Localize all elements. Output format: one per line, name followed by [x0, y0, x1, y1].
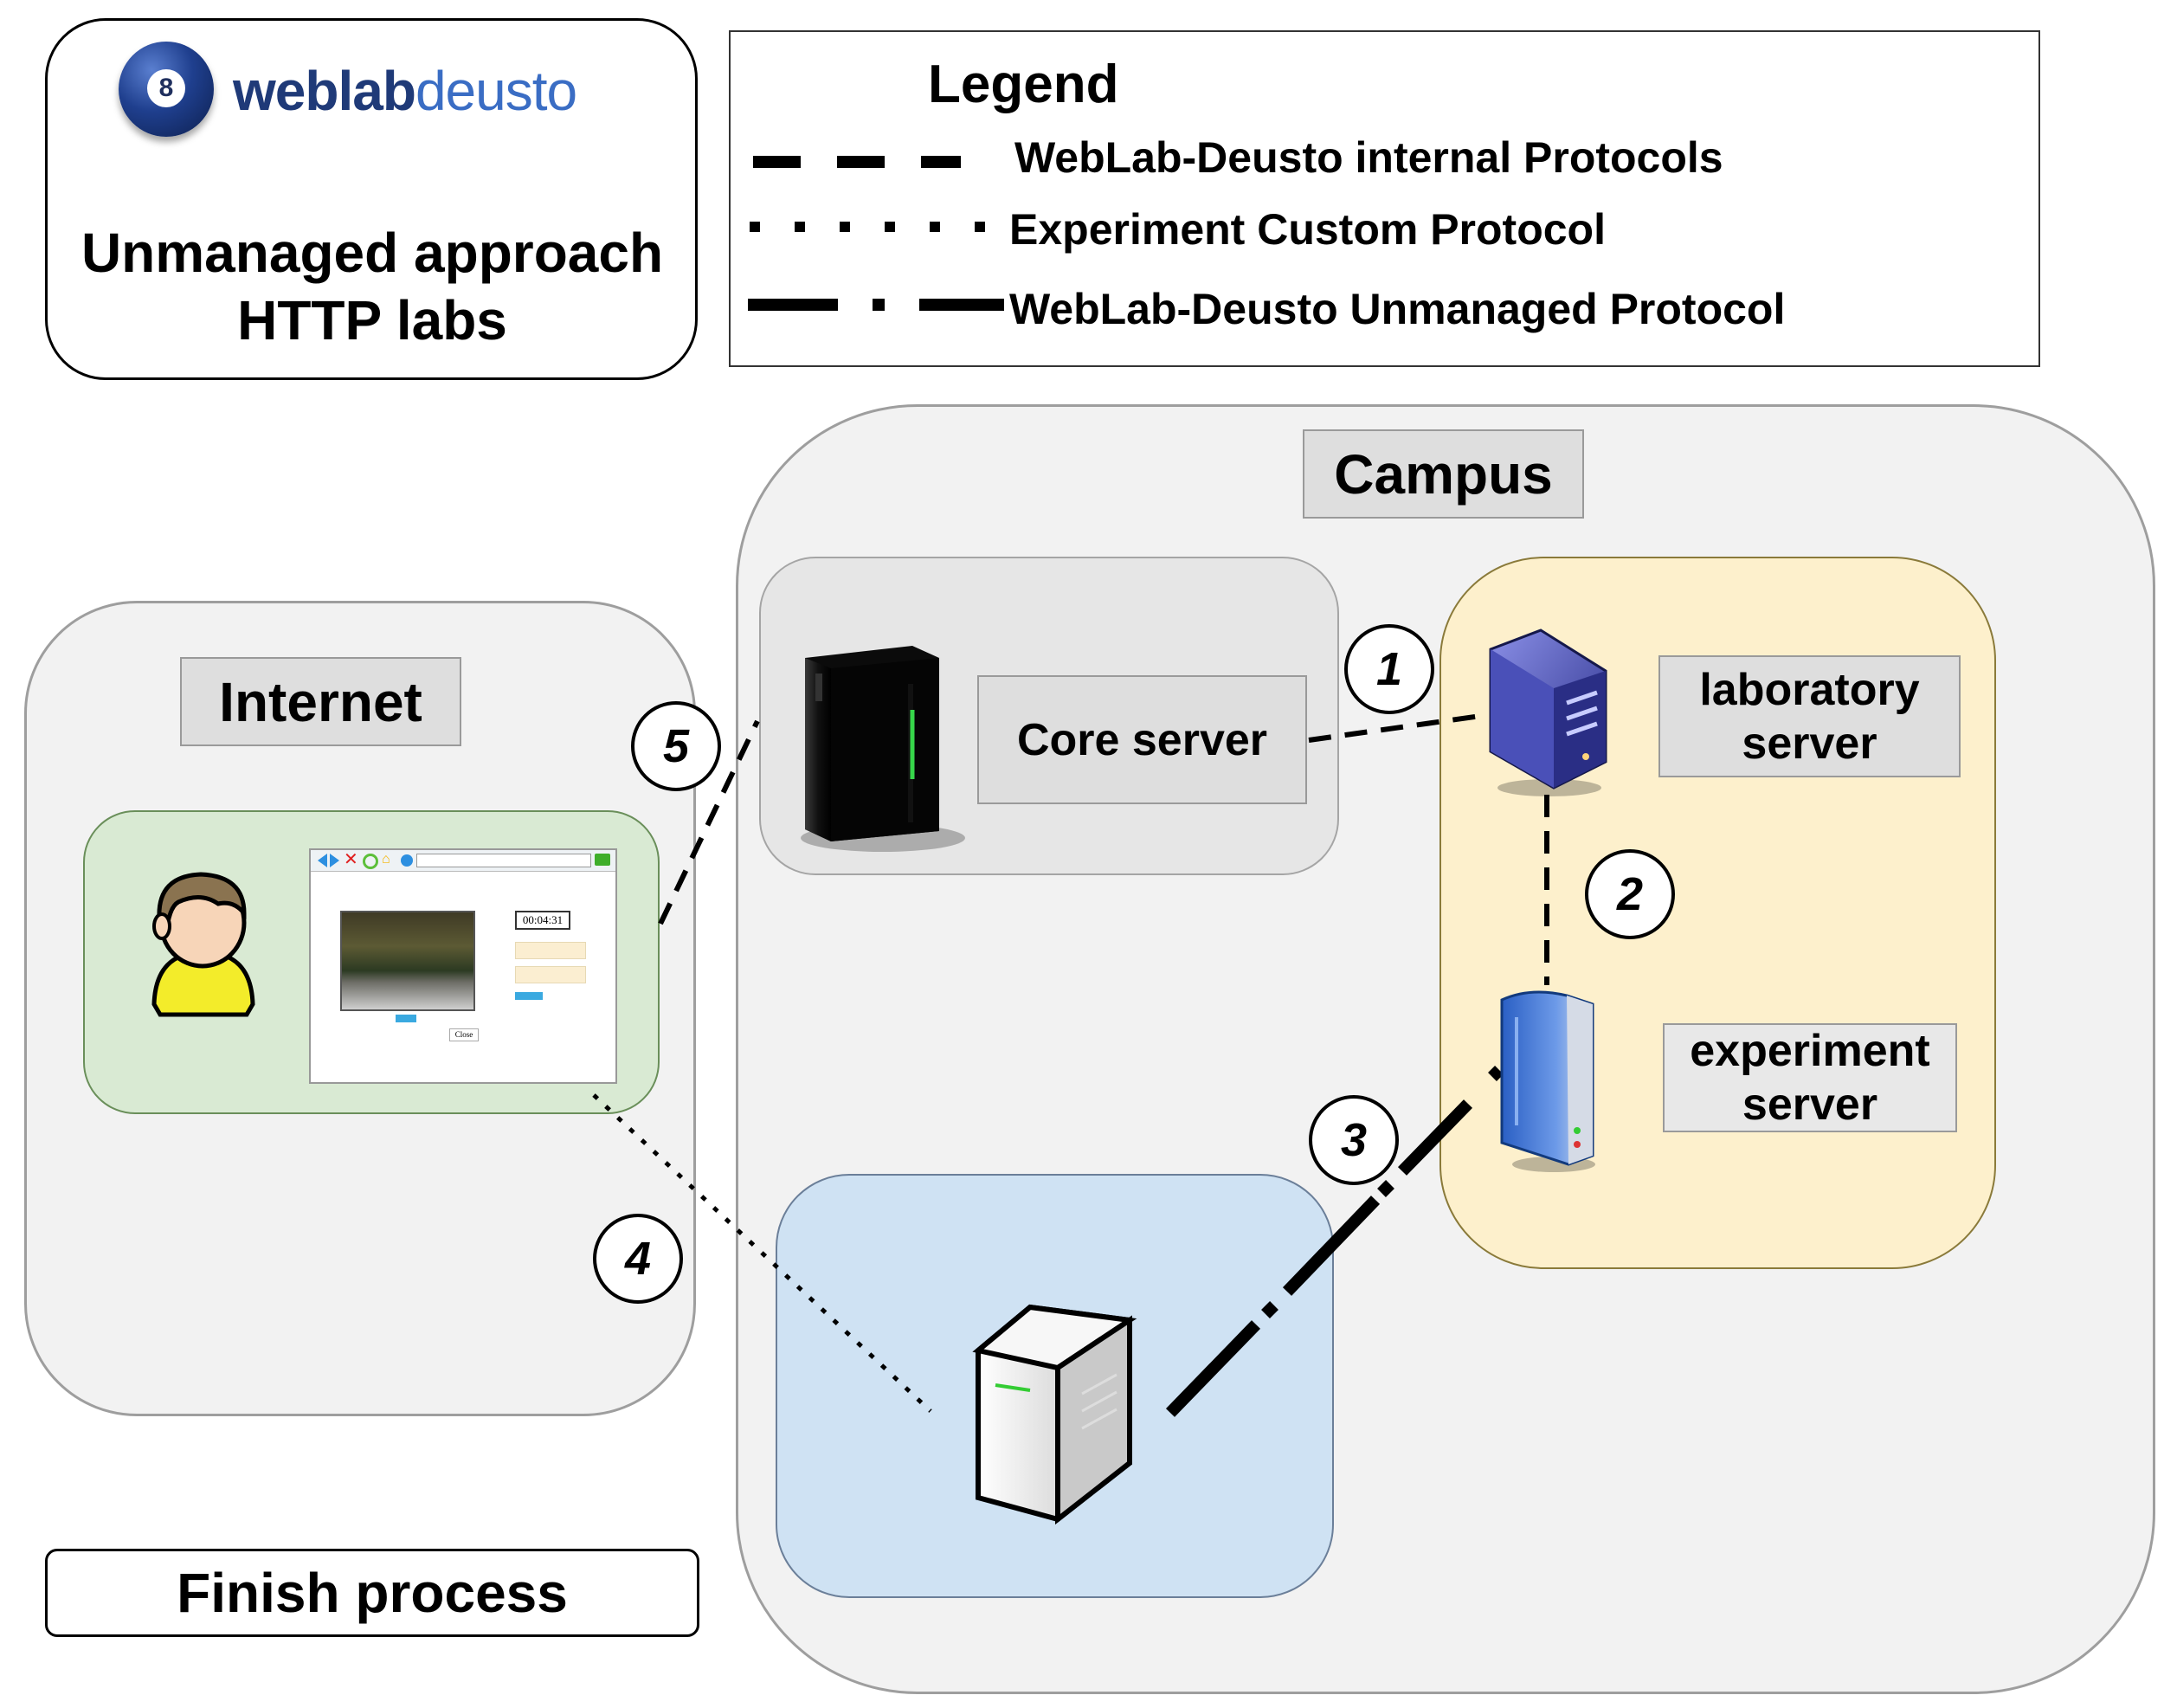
- legend-title: Legend: [928, 55, 1119, 114]
- submit-button[interactable]: Submit: [396, 1015, 416, 1022]
- info-note-2: [515, 966, 586, 983]
- connector-step-4: [592, 1093, 932, 1413]
- laboratory-server-icon: [1489, 628, 1607, 796]
- stop-icon: ✕: [344, 850, 358, 869]
- weblabdeusto-logo: 8 weblabdeusto: [117, 40, 584, 144]
- logo-text-deusto: deusto: [415, 60, 577, 122]
- step-badge-2: 2: [1585, 849, 1675, 939]
- reload-icon: [363, 854, 378, 869]
- experiment-server-label-line1: experiment: [1690, 1026, 1930, 1076]
- logo-text-weblab: weblab: [233, 60, 416, 122]
- laboratory-server-label-line1: laboratory: [1699, 664, 1920, 715]
- legend-label-internal: WebLab-Deusto internal Protocols: [1014, 133, 1723, 182]
- step-badge-5: 5: [631, 701, 721, 791]
- legend-label-custom: Experiment Custom Protocol: [1009, 205, 1606, 254]
- diagram-title-line2: HTTP labs: [237, 289, 507, 351]
- address-bar: [416, 854, 591, 867]
- close-button[interactable]: Close: [449, 1028, 479, 1041]
- diagram-title: Unmanaged approach HTTP labs: [48, 219, 697, 354]
- diagram-title-line1: Unmanaged approach: [81, 222, 664, 284]
- browser-window: ✕ ⌂ 00:04:31 Submit Start Close: [309, 848, 617, 1084]
- logo-ball-number: 8: [147, 69, 185, 107]
- legend-label-unmanaged: WebLab-Deusto Unmanaged Protocol: [1009, 285, 1786, 333]
- campus-label: Campus: [1303, 429, 1584, 519]
- start-button[interactable]: Start: [515, 992, 543, 1000]
- timer-display: 00:04:31: [515, 911, 570, 930]
- experiment-server-label: experiment server: [1663, 1023, 1957, 1132]
- internet-label: Internet: [180, 657, 461, 746]
- step-badge-4: 4: [593, 1214, 683, 1304]
- step-badge-3: 3: [1309, 1095, 1399, 1185]
- browser-toolbar: ✕ ⌂: [311, 850, 615, 872]
- experiment-server-label-line2: server: [1742, 1080, 1878, 1130]
- connector-step-5: [658, 719, 760, 925]
- laboratory-server-label-line2: server: [1742, 718, 1877, 769]
- status-text: Finish process: [177, 1562, 568, 1624]
- forward-icon: [330, 854, 339, 867]
- connector-step-3: [1165, 1066, 1504, 1417]
- go-icon: [595, 854, 610, 866]
- info-note-1: [515, 942, 586, 959]
- webcam-image: [340, 911, 475, 1011]
- back-icon: [318, 854, 327, 867]
- http-lab-server-icon: [972, 1304, 1137, 1525]
- experiment-server-icon: [1500, 990, 1595, 1172]
- globe-icon: [401, 854, 413, 867]
- home-icon: ⌂: [382, 852, 390, 867]
- core-server-icon: [801, 646, 965, 852]
- core-server-label: Core server: [977, 675, 1307, 804]
- laboratory-server-label: laboratory server: [1658, 655, 1961, 777]
- status-box: Finish process: [45, 1549, 699, 1637]
- logo-ball-icon: 8: [119, 42, 214, 137]
- user-avatar: [151, 872, 255, 1017]
- connector-step-1: [1308, 712, 1488, 743]
- step-badge-1: 1: [1344, 624, 1434, 714]
- legend-box: [729, 30, 2040, 367]
